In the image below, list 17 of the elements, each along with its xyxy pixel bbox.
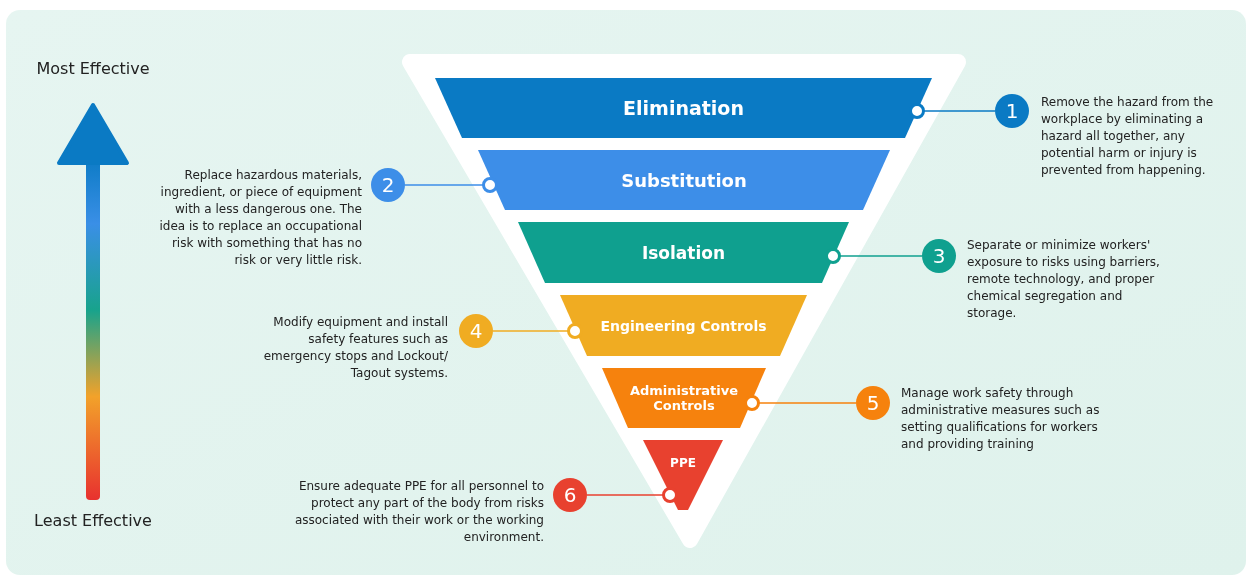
leader-line (492, 323, 583, 339)
pyramid-layer: Substitution (478, 150, 890, 210)
description-text: Ensure adequate PPE for all personnel to protect any part of the body from risks associated with their work or the working environment. (293, 478, 544, 546)
leader-line (744, 395, 857, 411)
description-text: Remove the hazard from the workplace by eliminating a hazard all together, any potential harm or injury is prevented from happening. (1041, 94, 1215, 179)
scale-label: Least Effective (33, 510, 153, 531)
description-text: Manage work safety through administrative measures such as setting qualifications for workers and providing training (901, 385, 1101, 453)
leader-line (825, 248, 923, 264)
leader-line (909, 103, 996, 119)
leader-line (404, 177, 498, 193)
description-text: Replace hazardous materials, ingredient, or piece of equipment with a less dangerous one. The idea is to replace an occupational risk with something that has no risk or very little risk. (158, 167, 362, 269)
description-text: Modify equipment and install safety features such as emergency stops and Lockout/ Tagout systems. (262, 314, 448, 382)
pyramid-layer: Elimination (435, 78, 932, 138)
description-text: Separate or minimize workers' exposure to risks using barriers, remote technology, and proper chemical segregation and storage. (967, 237, 1161, 322)
scale-label: Most Effective (35, 58, 151, 79)
pyramid-layer: Isolation (518, 222, 849, 283)
leader-line (586, 487, 678, 503)
